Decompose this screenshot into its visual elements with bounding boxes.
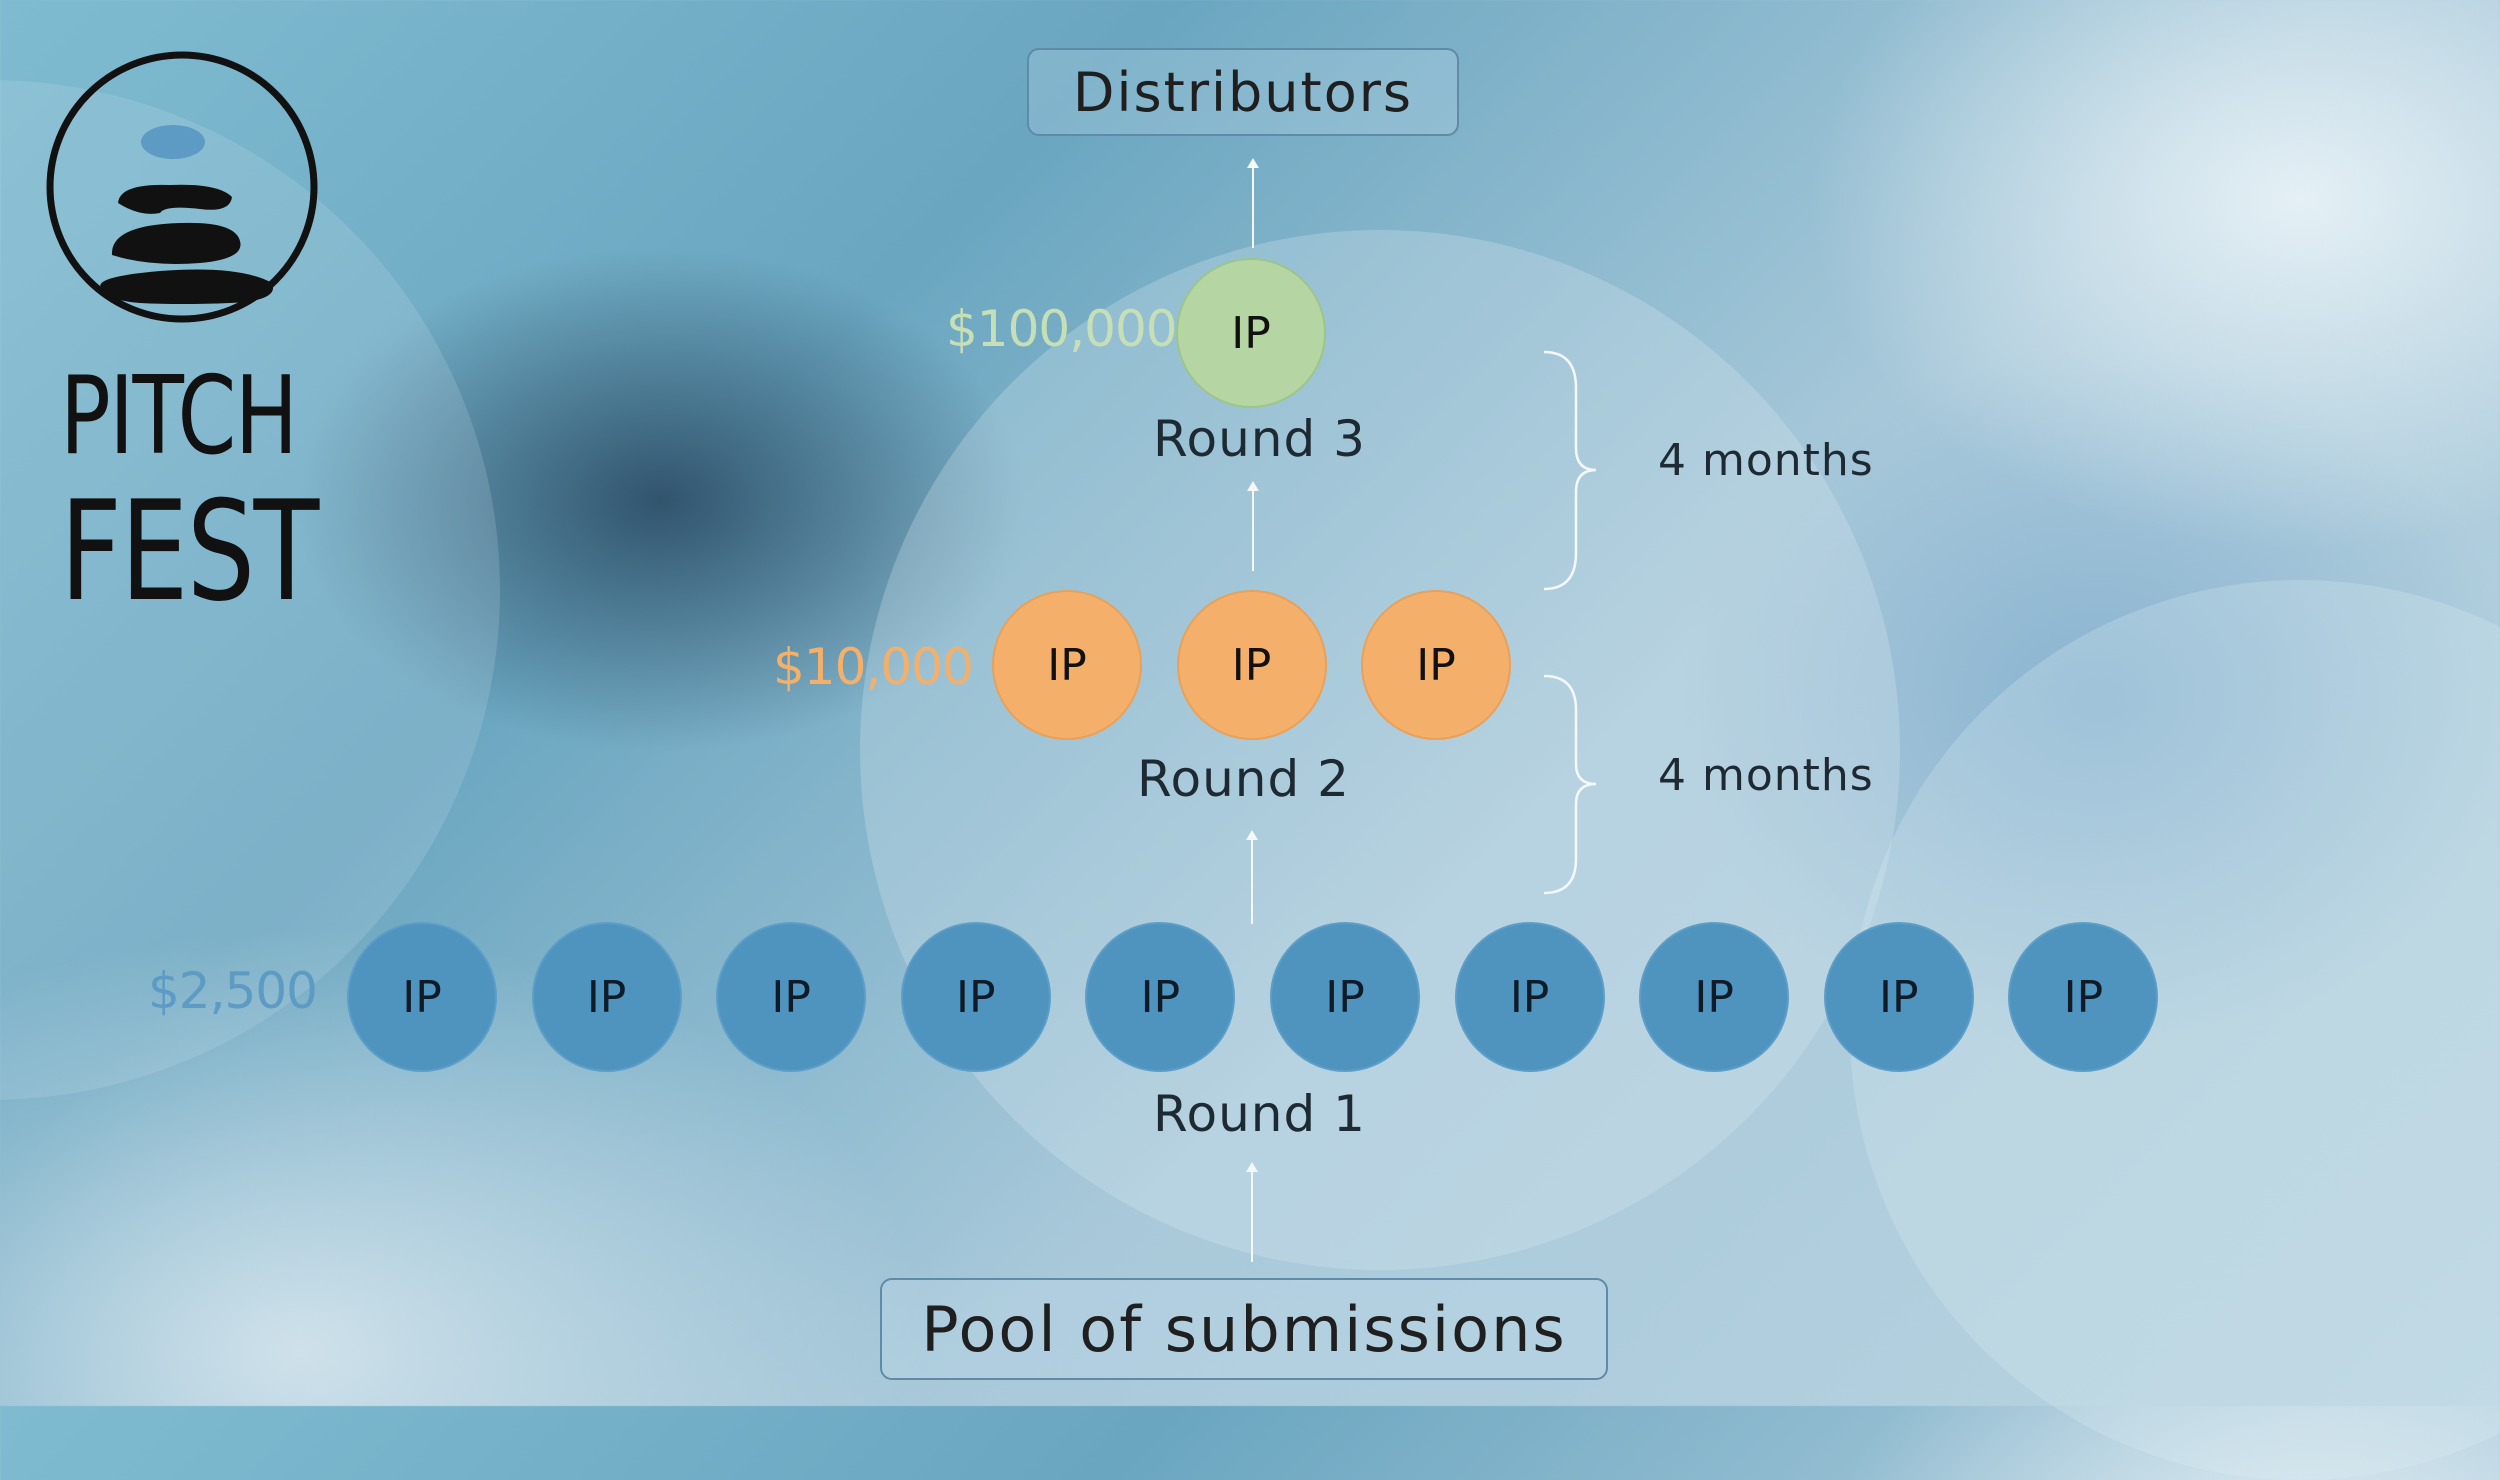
ip-label: IP [1140,971,1181,1023]
duration-label-upper: 4 months [1658,435,1874,486]
logo-text-fest: FEST [60,471,319,632]
arrow-round1-to-round2 [1246,830,1258,924]
arrow-round3-to-distributors [1247,158,1259,248]
ip-label: IP [771,971,811,1023]
ip-node: IP [2008,922,2159,1072]
round2-prize: $10,000 [773,638,974,696]
ip-label: IP [1325,971,1365,1023]
ip-node: IP [1085,922,1236,1072]
round2-label: Round 2 [1137,750,1350,808]
distributors-label: Distributors [1072,60,1414,124]
ip-label: IP [956,971,996,1023]
ip-node: IP [1361,590,1511,740]
round1-label: Round 1 [1153,1085,1366,1143]
ip-label: IP [1231,639,1272,691]
ip-node: IP [1639,922,1790,1072]
duration-brace-upper [1543,350,1597,591]
arrow-pool-to-round1 [1246,1162,1258,1262]
duration-brace-lower [1543,674,1597,895]
ip-node: IP [900,922,1051,1072]
ip-node: IP [1823,922,1974,1072]
distributors-box: Distributors [1027,48,1459,136]
ip-label: IP [1879,971,1919,1023]
duration-label-lower: 4 months [1658,750,1874,801]
ip-label: IP [402,971,442,1023]
ip-node: IP [1176,590,1327,740]
pool-of-submissions-label: Pool of submissions [921,1292,1567,1366]
ip-label: IP [1231,307,1271,359]
ip-label: IP [1509,971,1550,1023]
logo-text-pitch: PITCH [60,354,298,479]
ip-node: IP [1454,922,1605,1072]
round3-label: Round 3 [1153,410,1366,468]
ip-node: IP [716,922,867,1072]
ip-node: IP [531,922,682,1072]
pitchfest-logo: PITCH FEST [40,45,330,621]
ip-node: IP [992,590,1142,740]
ip-label: IP [1694,971,1734,1023]
round3-node: IP [1176,258,1326,408]
ip-label: IP [1416,639,1456,691]
arrow-round2-to-round3 [1247,481,1259,571]
round3-prize: $100,000 [946,300,1178,358]
ip-node: IP [347,922,497,1072]
ip-node: IP [1270,922,1420,1072]
round1-prize: $2,500 [148,962,318,1020]
ip-label: IP [586,971,627,1023]
ip-label: IP [2063,971,2104,1023]
pool-of-submissions-box: Pool of submissions [880,1278,1608,1380]
balanced-stones-icon [46,51,318,323]
ip-label: IP [1047,639,1087,691]
